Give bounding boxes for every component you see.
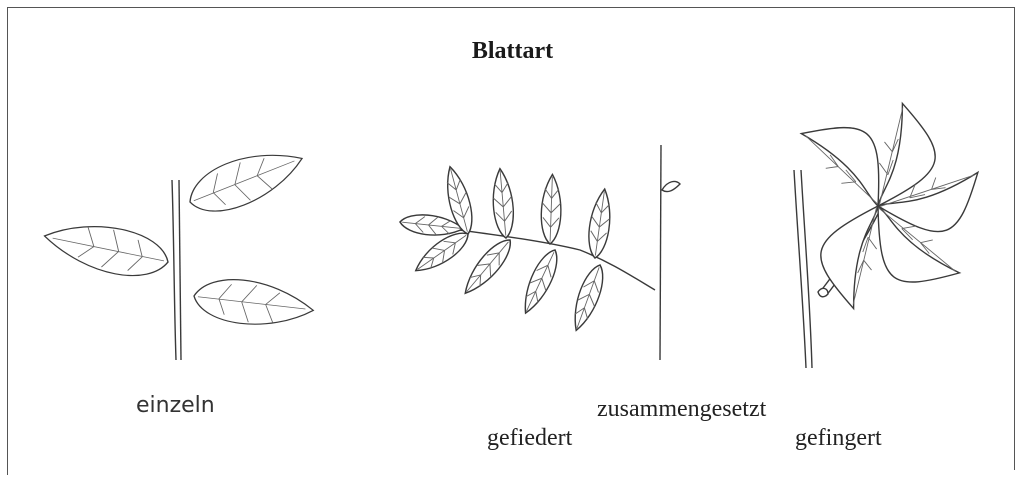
label-zusammengesetzt: zusammengesetzt [597,396,766,423]
label-gefingert: gefingert [795,425,882,452]
pinnate-leaf-drawing [399,145,680,360]
label-einzeln: einzeln [136,393,215,418]
palmate-leaf-drawing [791,99,989,368]
label-gefiedert: gefiedert [487,425,572,452]
single-leaf-drawing [40,141,317,360]
